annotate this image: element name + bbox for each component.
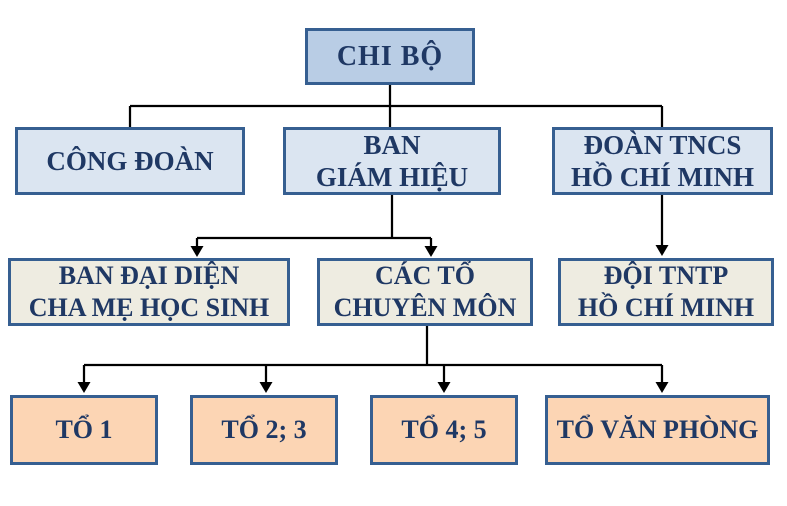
node-doan-tncs-ho-chi-minh: ĐOÀN TNCS HỒ CHÍ MINH — [552, 127, 773, 195]
connector-doan-to-doi — [655, 195, 669, 256]
node-to-van-phong: TỔ VĂN PHÒNG — [545, 395, 770, 465]
node-cong-doan: CÔNG ĐOÀN — [15, 127, 245, 195]
node-doi-tntp-ho-chi-minh: ĐỘI TNTP HỒ CHÍ MINH — [558, 258, 774, 326]
node-ban-dai-dien-cha-me-hoc-sinh: BAN ĐẠI DIỆN CHA MẸ HỌC SINH — [8, 258, 290, 326]
node-ban-giam-hieu: BAN GIÁM HIỆU — [283, 127, 501, 195]
node-to-1: TỔ 1 — [10, 395, 158, 465]
connector-cacto-to-level4 — [77, 326, 669, 393]
node-to-2-3: TỔ 2; 3 — [190, 395, 338, 465]
node-chi-bo: CHI BỘ — [305, 28, 475, 85]
connector-root-to-level2 — [128, 85, 664, 127]
connector-bgh-to-level3 — [190, 195, 438, 257]
node-to-4-5: TỔ 4; 5 — [370, 395, 518, 465]
node-cac-to-chuyen-mon: CÁC TỔ CHUYÊN MÔN — [317, 258, 533, 326]
